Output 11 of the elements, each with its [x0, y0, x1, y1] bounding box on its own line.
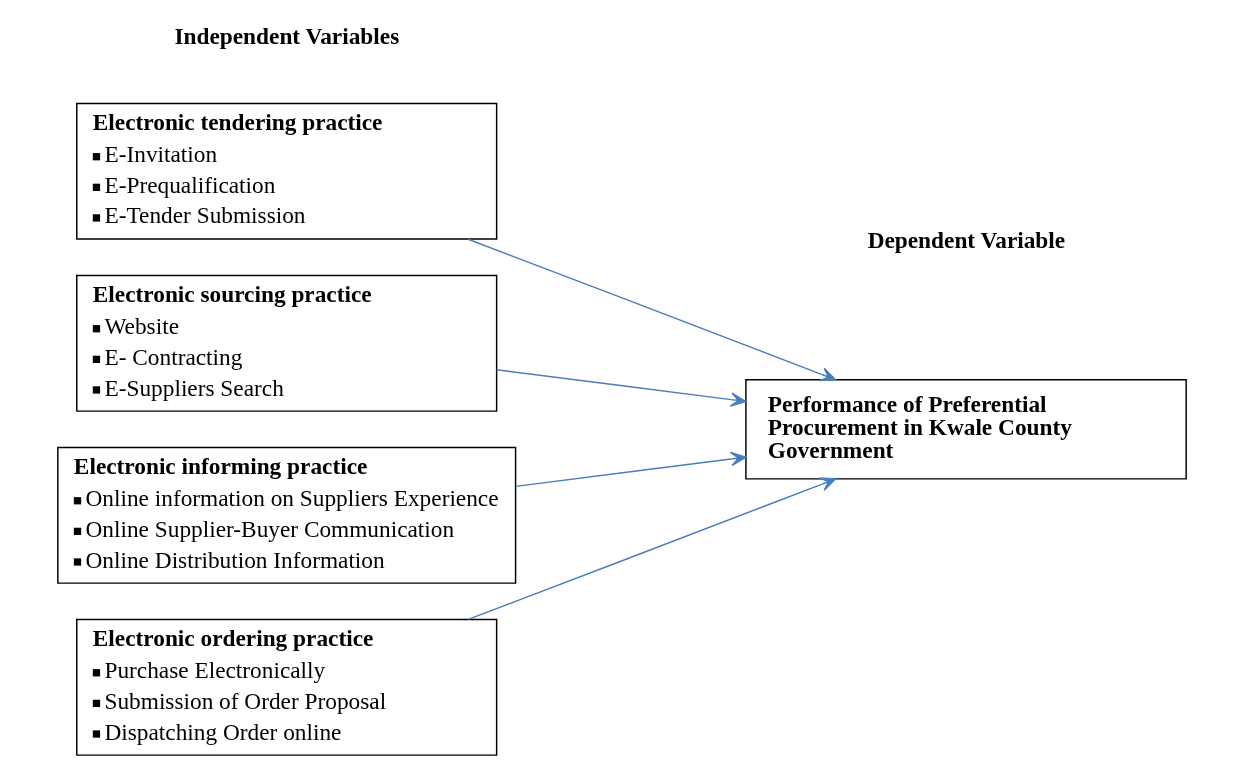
node-box: Electronic tendering practice E-Invitation E-Prequalification E-Tender Submission [76, 102, 498, 240]
node-box: Electronic informing practice Online information on Suppliers Experience Online Supplier-Buyer Communication Online Distribution Information [57, 446, 517, 584]
node-box: Performance of Preferential Procurement in Kwale County Government [745, 379, 1187, 480]
arrow [515, 451, 747, 488]
label: Dependent Variable [867, 227, 1066, 254]
arrow [467, 238, 837, 382]
arrow [495, 369, 747, 407]
node-box: Electronic ordering practice Purchase Electronically Submission of Order Proposal Dispatching Order online [76, 618, 498, 756]
node-box: Electronic sourcing practice Website E- Contracting E-Suppliers Search [76, 274, 498, 412]
label: Independent Variables [174, 23, 400, 50]
arrow [467, 477, 837, 621]
